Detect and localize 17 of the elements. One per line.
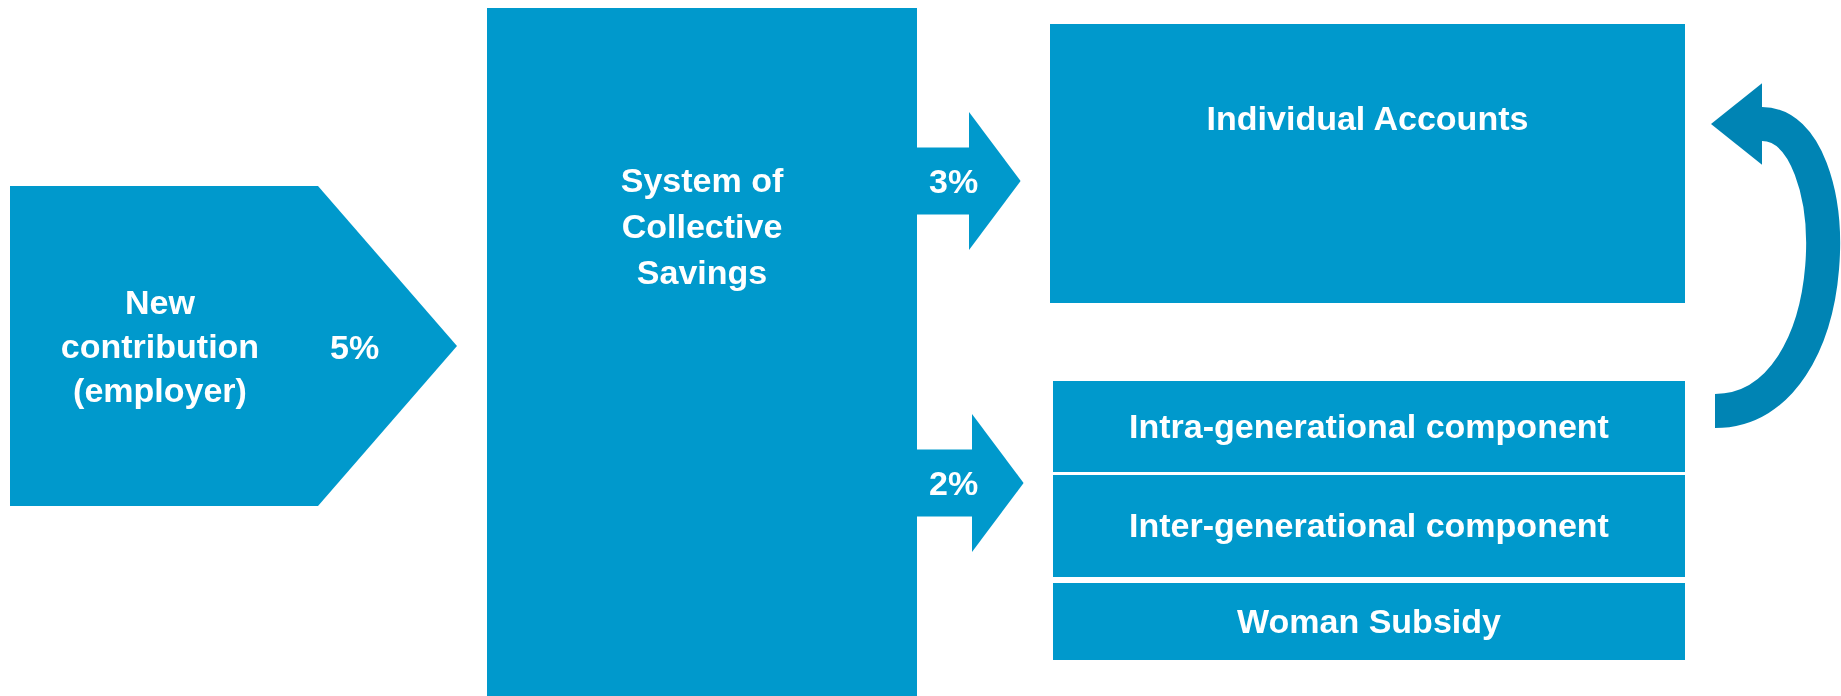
process-box [1050,24,1685,303]
node-label: System of Collective Savings [619,160,785,293]
node-label: New contribution (employer) [59,281,261,412]
node-label: Inter-generational component [1129,505,1609,547]
node-label: Intra-generational component [1129,405,1609,447]
edge-label: 2% [929,463,979,504]
process-box [487,8,917,696]
pentagon-box [10,186,457,506]
percent-label: 5% [330,327,380,368]
process-box [1053,475,1685,577]
process-box [1053,583,1685,660]
block-arrow [917,112,1021,250]
edge-label: 3% [929,161,979,202]
process-box [1053,381,1685,472]
node-label: Woman Subsidy [1237,600,1501,642]
node-label: Individual Accounts [1206,98,1529,139]
block-arrow [917,414,1024,552]
